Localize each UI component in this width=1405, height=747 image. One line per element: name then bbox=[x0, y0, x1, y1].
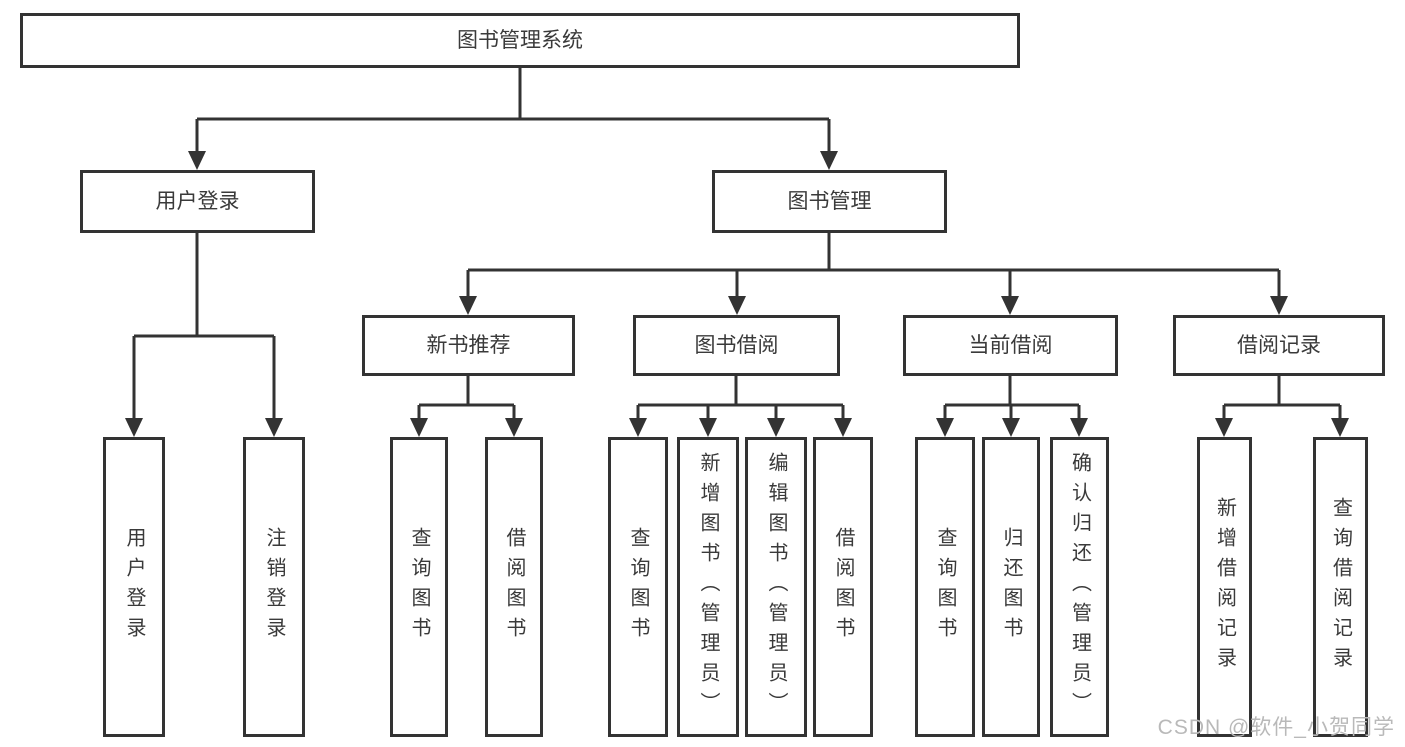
arrowhead-cb-query bbox=[936, 418, 954, 437]
node-library-management-system: 图书管理系统 bbox=[20, 13, 1020, 68]
node-leaf-br-add-record: 新增借阅记录 bbox=[1197, 437, 1252, 737]
node-leaf-br-query-record: 查询借阅记录 bbox=[1313, 437, 1368, 737]
node-leaf-bb-query-books: 查询图书 bbox=[608, 437, 668, 737]
arrowhead-user-login bbox=[188, 151, 206, 170]
node-leaf-bb-edit-books-admin: 编辑图书（管理员） bbox=[745, 437, 807, 737]
node-book-borrow: 图书借阅 bbox=[633, 315, 840, 376]
node-leaf-nb-query-books: 查询图书 bbox=[390, 437, 448, 737]
node-leaf-cb-return-books: 归还图书 bbox=[982, 437, 1040, 737]
node-leaf-cb-confirm-return-admin: 确认归还（管理员） bbox=[1050, 437, 1109, 737]
node-leaf-user-login: 用户登录 bbox=[103, 437, 165, 737]
arrowhead-br-add bbox=[1215, 418, 1233, 437]
node-leaf-logout: 注销登录 bbox=[243, 437, 305, 737]
arrowhead-nb-borrow bbox=[505, 418, 523, 437]
arrowhead-bb-borrow bbox=[834, 418, 852, 437]
node-leaf-bb-add-books-admin: 新增图书（管理员） bbox=[677, 437, 739, 737]
node-leaf-nb-borrow-books: 借阅图书 bbox=[485, 437, 543, 737]
arrowhead-nb-query bbox=[410, 418, 428, 437]
node-leaf-bb-borrow-books: 借阅图书 bbox=[813, 437, 873, 737]
arrowhead-bb-add bbox=[699, 418, 717, 437]
arrowhead-br-query bbox=[1331, 418, 1349, 437]
node-borrow-records: 借阅记录 bbox=[1173, 315, 1385, 376]
arrowhead-leaf-login bbox=[125, 418, 143, 437]
arrowhead-borrow-records bbox=[1270, 296, 1288, 315]
arrowhead-leaf-logout bbox=[265, 418, 283, 437]
arrowhead-bb-query bbox=[629, 418, 647, 437]
arrowhead-new-book bbox=[459, 296, 477, 315]
arrowhead-book-management bbox=[820, 151, 838, 170]
node-current-borrow: 当前借阅 bbox=[903, 315, 1118, 376]
arrowhead-bb-edit bbox=[767, 418, 785, 437]
node-book-management: 图书管理 bbox=[712, 170, 947, 233]
arrow-heads bbox=[125, 151, 1349, 437]
arrowhead-cb-return bbox=[1002, 418, 1020, 437]
edge-lines bbox=[132, 68, 1342, 420]
arrowhead-cb-confirm bbox=[1070, 418, 1088, 437]
node-leaf-cb-query-books: 查询图书 bbox=[915, 437, 975, 737]
arrowhead-current-borrow bbox=[1001, 296, 1019, 315]
node-user-login: 用户登录 bbox=[80, 170, 315, 233]
arrowhead-book-borrow bbox=[728, 296, 746, 315]
node-new-book-recommend: 新书推荐 bbox=[362, 315, 575, 376]
